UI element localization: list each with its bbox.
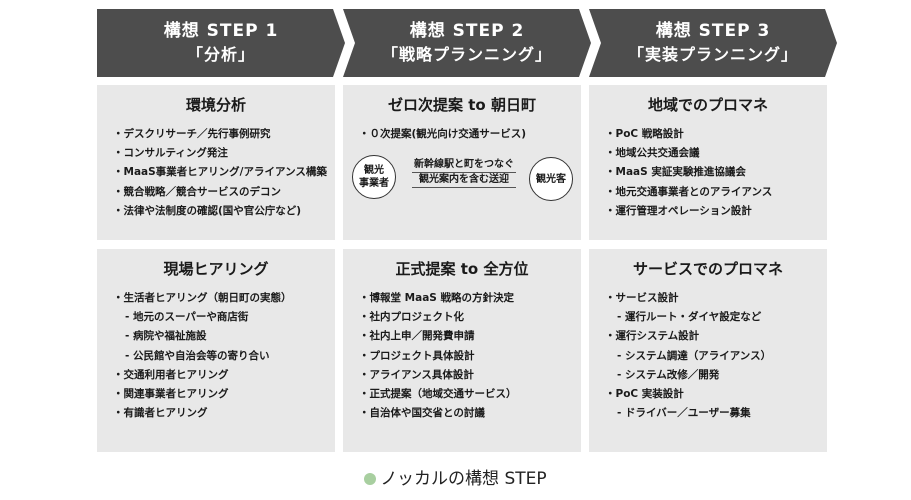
list-item: ・博報堂 MaaS 戦略の方針決定 (359, 292, 514, 304)
step-3-subtitle: 「実装プランニング」 (627, 45, 798, 64)
list-item: ・有識者ヒアリング (113, 407, 208, 420)
list-item: ・アライアンス具体設計 (359, 368, 474, 381)
item-list: ・サービス設計 - 運行ルート・ダイヤ設定など ・運行システム設計 - システム… (589, 289, 827, 423)
list-item: ・サービス設計 (605, 292, 679, 304)
list-item: ・PoC 実装設計 (605, 388, 684, 401)
list-item: ・競合戦略／競合サービスのデコン (113, 185, 281, 198)
step-3-header: 構想 STEP 3 「実装プランニング」 (589, 9, 837, 77)
list-item: ・正式提案（地域交通サービス） (359, 388, 517, 401)
arrow-text-line: 観光案内を含む送迎 (412, 173, 516, 188)
list-item: ・関連事業者ヒアリング (113, 388, 229, 401)
item-list: ・０次提案(観光向け交通サービス) (343, 125, 581, 144)
circle-label: 事業者 (359, 178, 389, 189)
card-field-hearing: 現場ヒアリング ・生活者ヒアリング（朝日町の実態） - 地元のスーパーや商店街 … (97, 249, 335, 452)
list-item: ・MaaS事業者ヒアリング/アライアンス構築 (113, 166, 327, 179)
list-item: ・社内上申／開発費申請 (359, 330, 475, 343)
list-subitem: - ドライバー／ユーザー募集 (617, 407, 751, 420)
list-item: ・生活者ヒアリング（朝日町の実態） (113, 292, 292, 304)
card-formal-proposal: 正式提案 to 全方位 ・博報堂 MaaS 戦略の方針決定 ・社内プロジェクト化… (343, 249, 581, 452)
caption-text: ノッカルの構想 STEP (380, 469, 547, 489)
item-list: ・生活者ヒアリング（朝日町の実態） - 地元のスーパーや商店街 - 病院や福祉施… (97, 289, 335, 423)
list-item: ・自治体や国交省との討議 (359, 407, 485, 420)
card-title: 現場ヒアリング (163, 260, 269, 278)
list-item: ・MaaS 実証実験推進協議会 (605, 166, 746, 179)
list-subitem: - 地元のスーパーや商店街 (125, 311, 249, 324)
card-title: サービスでのプロマネ (632, 260, 783, 278)
step-2-label: 構想 STEP 2 (409, 21, 525, 41)
step-2-subtitle: 「戦略プランニング」 (381, 45, 552, 64)
list-item: ・交通利用者ヒアリング (113, 368, 229, 381)
card-title: 正式提案 to 全方位 (395, 260, 529, 278)
list-subitem: - 運行ルート・ダイヤ設定など (617, 311, 762, 324)
list-item: ・運行管理オペレーション設計 (605, 204, 752, 217)
list-item: ・PoC 戦略設計 (605, 128, 684, 140)
card-title: 環境分析 (185, 96, 246, 114)
caption-dot-icon (364, 473, 377, 485)
item-list: ・博報堂 MaaS 戦略の方針決定 ・社内プロジェクト化 ・社内上申／開発費申請… (343, 289, 581, 423)
list-item: ・法律や法制度の確認(国や官公庁など) (113, 204, 302, 217)
arrow-text-line: 新幹線駅と町をつなぐ (412, 158, 516, 173)
step-1-header: 構想 STEP 1 「分析」 (97, 9, 345, 77)
list-item: ・０次提案(観光向け交通サービス) (359, 128, 527, 140)
circle-label: 観光 (364, 165, 384, 176)
item-list: ・PoC 戦略設計 ・地域公共交通会議 ・MaaS 実証実験推進協議会 ・地元交… (589, 125, 827, 221)
item-list: ・デスクリサーチ／先行事例研究 ・コンサルティング発注 ・MaaS事業者ヒアリン… (97, 125, 335, 221)
step-1-subtitle: 「分析」 (186, 45, 255, 64)
card-service-pm: サービスでのプロマネ ・サービス設計 - 運行ルート・ダイヤ設定など ・運行シス… (589, 249, 827, 452)
list-item: ・デスクリサーチ／先行事例研究 (113, 128, 271, 140)
list-item: ・プロジェクト具体設計 (359, 349, 475, 362)
list-subitem: - システム調達（アライアンス） (617, 349, 772, 362)
step-3-label: 構想 STEP 3 (655, 21, 771, 41)
card-environment-analysis: 環境分析 ・デスクリサーチ／先行事例研究 ・コンサルティング発注 ・MaaS事業… (97, 85, 335, 240)
list-item: ・運行システム設計 (605, 330, 700, 343)
card-regional-pm: 地域でのプロマネ ・PoC 戦略設計 ・地域公共交通会議 ・MaaS 実証実験推… (589, 85, 827, 240)
card-title: ゼロ次提案 to 朝日町 (388, 96, 536, 114)
step-1-label: 構想 STEP 1 (163, 21, 279, 41)
list-item: ・地域公共交通会議 (605, 147, 700, 160)
figure-caption: ノッカルの構想 STEP (0, 468, 911, 490)
circle-label: 観光客 (536, 173, 566, 185)
step-2-header: 構想 STEP 2 「戦略プランニング」 (343, 9, 591, 77)
list-item: ・コンサルティング発注 (113, 147, 228, 160)
card-title: 地域でのプロマネ (647, 96, 768, 114)
list-item: ・社内プロジェクト化 (359, 311, 464, 324)
list-subitem: - 公民館や自治会等の寄り合い (125, 349, 270, 362)
shuttle-arrow-label: 新幹線駅と町をつなぐ 観光案内を含む送迎 (408, 158, 520, 188)
list-item: ・地元交通事業者とのアライアンス (605, 185, 773, 198)
list-subitem: - 病院や福祉施設 (125, 330, 207, 343)
tourism-operator-circle: 観光 事業者 (352, 155, 396, 199)
list-subitem: - システム改修／開発 (617, 368, 720, 381)
tourist-circle: 観光客 (529, 157, 573, 201)
